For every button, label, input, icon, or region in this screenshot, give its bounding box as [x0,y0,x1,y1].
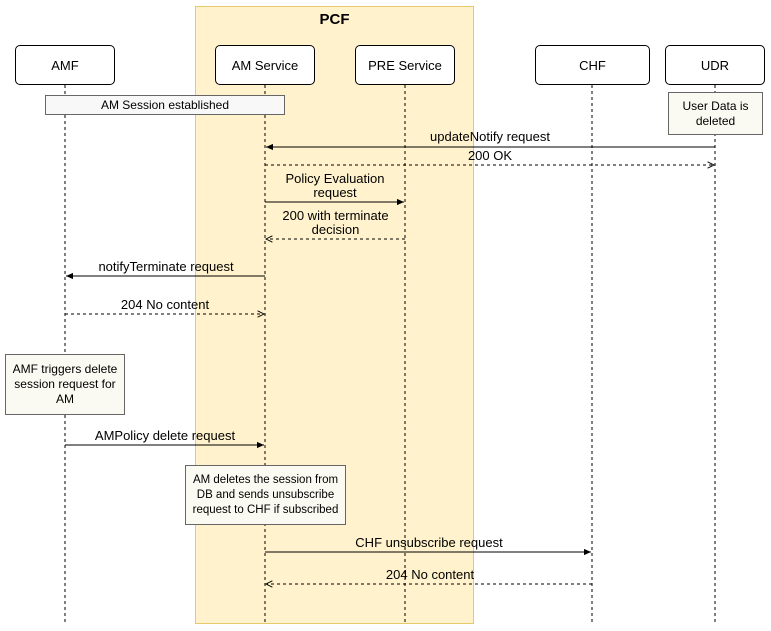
label-no-content-1: 204 No content [120,297,210,312]
participant-amf: AMF [15,45,115,85]
participant-pre-service: PRE Service [355,45,455,85]
label-chf-unsubscribe: CHF unsubscribe request [355,535,503,550]
note-am-deletes: AM deletes the session from DB and sends… [185,465,346,525]
note-udr-deleted: User Data is deleted [668,92,763,135]
label-policy-eval: Policy Evaluation request [285,171,385,200]
label-notify-terminate: notifyTerminate request [98,259,234,274]
note-am-session: AM Session established [45,95,285,115]
note-amf-triggers: AMF triggers delete session request for … [5,354,125,415]
label-200-ok: 200 OK [467,148,513,163]
participant-udr: UDR [665,45,765,85]
label-terminate-decision: 200 with terminate decision [282,208,389,237]
label-ampolicy-delete: AMPolicy delete request [94,428,236,443]
label-update-notify: updateNotify request [430,129,550,144]
participant-am-service: AM Service [215,45,315,85]
pcf-title: PCF [319,11,350,28]
participant-chf: CHF [535,45,650,85]
label-no-content-2: 204 No content [385,567,475,582]
